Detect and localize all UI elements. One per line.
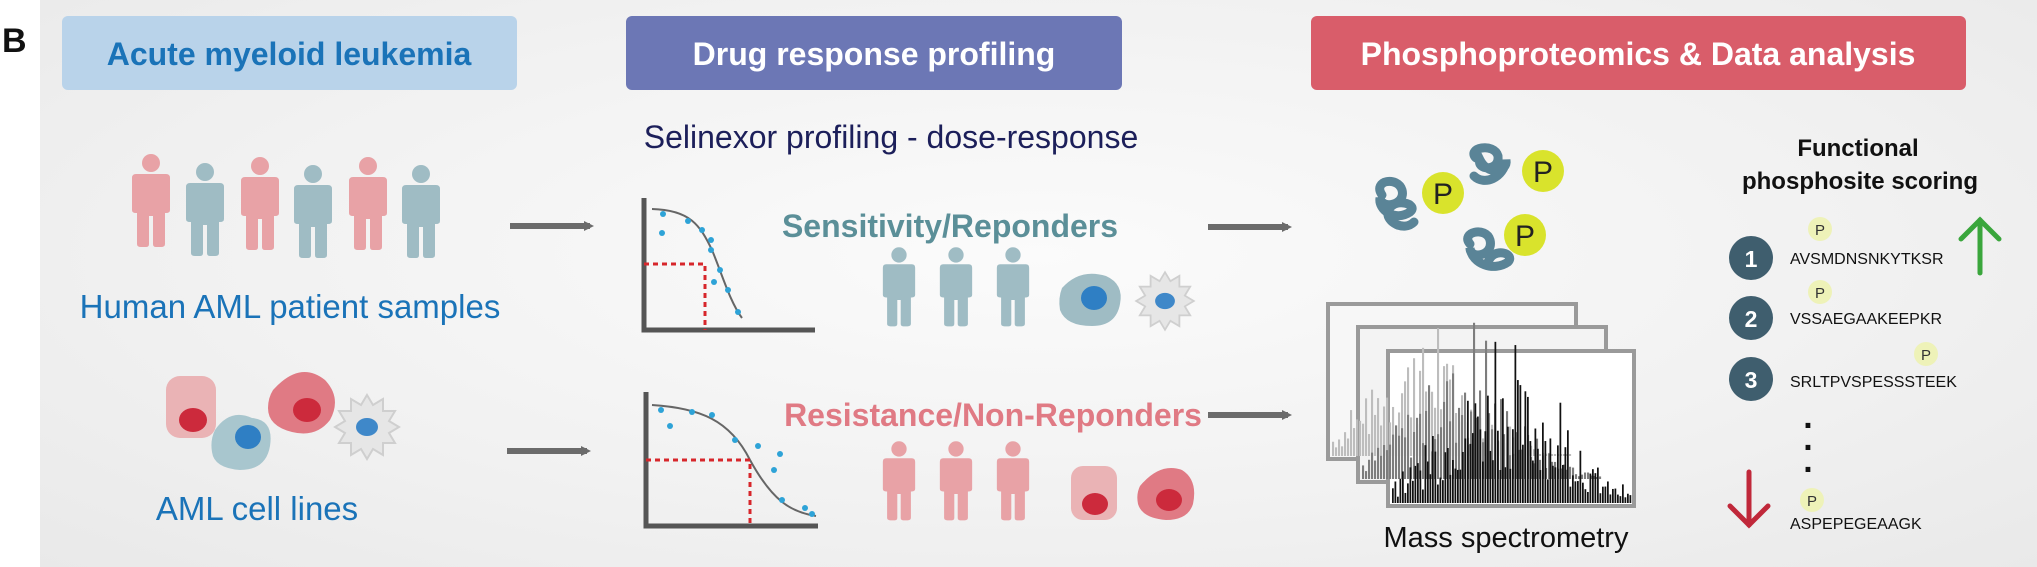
ranked-site-last-p: P — [1807, 493, 1817, 510]
ranked-site-2-p: P — [1815, 285, 1825, 302]
peptide-3: SRLTPVSPESSSTEEK — [1790, 374, 1957, 391]
phospho-letter-3: P — [1515, 220, 1535, 253]
phospho-groups: P P P — [1422, 150, 1564, 256]
figure-background — [40, 0, 2037, 567]
dose-response-plot-resistant — [643, 392, 818, 529]
rank-2: 2 — [1745, 306, 1758, 332]
phospho-letter-1: P — [1433, 178, 1453, 211]
rank-1: 1 — [1745, 246, 1758, 272]
peptide-2: VSSAEGAAKEEPKR — [1790, 311, 1942, 328]
ranked-site-1-p: P — [1815, 222, 1825, 239]
svg-text:.: . — [1803, 420, 1812, 458]
ranked-site-1: P 1 AVSMDNSNKYTKSR — [1729, 217, 1944, 280]
ellipsis-dots: . . . — [1803, 398, 1812, 480]
patient-icons — [132, 154, 440, 258]
nonresponders-label: Resistance/Non-Reponders — [784, 397, 1202, 433]
svg-text:.: . — [1803, 398, 1812, 436]
header-right: Phosphoproteomics & Data analysis — [1361, 36, 1916, 72]
patients-label: Human AML patient samples — [80, 288, 501, 325]
ranked-site-3: P 3 SRLTPVSPESSSTEEK — [1729, 342, 1957, 401]
header-left: Acute myeloid leukemia — [107, 36, 472, 72]
panel-letter: B — [2, 22, 27, 60]
ranked-site-2: P 2 VSSAEGAAKEEPKR — [1729, 280, 1942, 340]
dose-response-plot-sensitive — [641, 198, 815, 333]
header-box-middle — [626, 16, 1122, 90]
scoring-title-1: Functional — [1797, 135, 1918, 162]
phosphoprotein-icons — [1375, 143, 1515, 271]
ranked-site-3-p: P — [1921, 347, 1931, 364]
mass-spec-label: Mass spectrometry — [1384, 522, 1629, 554]
nonresponder-icons — [882, 441, 1195, 521]
header-box-right — [1311, 16, 1966, 90]
mass-spectra — [1326, 302, 1636, 508]
responders-label: Sensitivity/Reponders — [782, 208, 1118, 244]
arrow-down-icon — [1727, 469, 1771, 529]
ranked-site-last: P ASPEPEGEAAGK — [1790, 488, 1922, 533]
header-box-left — [62, 16, 517, 90]
arrow-up-icon — [1958, 216, 2002, 276]
cells-label: AML cell lines — [156, 490, 358, 527]
peptide-1: AVSMDNSNKYTKSR — [1790, 251, 1944, 268]
profiling-title: Selinexor profiling - dose-response — [644, 119, 1138, 155]
phospho-letter-2: P — [1533, 156, 1553, 189]
peptide-last: ASPEPEGEAAGK — [1790, 516, 1922, 533]
svg-text:.: . — [1803, 442, 1812, 480]
rank-3: 3 — [1745, 367, 1758, 393]
header-middle: Drug response profiling — [693, 36, 1056, 72]
scoring-title-2: phosphosite scoring — [1742, 168, 1978, 195]
responder-icons — [882, 247, 1195, 331]
cell-line-icons — [166, 372, 400, 470]
